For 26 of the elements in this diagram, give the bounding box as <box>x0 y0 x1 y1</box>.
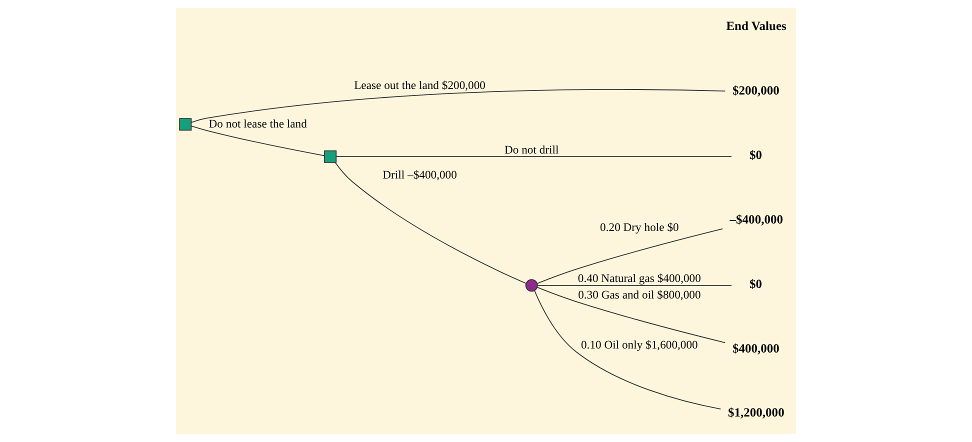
edge-label: Lease out the land $200,000 <box>354 78 486 92</box>
edge-label: 0.40 Natural gas $400,000 <box>578 272 701 286</box>
edge-label: Do not drill <box>504 143 559 156</box>
node-text: –$400,000 <box>730 212 783 226</box>
edge-label: Do not lease the land <box>208 117 307 130</box>
connector <box>336 156 732 158</box>
label: End Values <box>726 19 786 34</box>
node-text: $1,200,000 <box>728 406 784 420</box>
node-text: $200,000 <box>732 84 780 98</box>
node-text: $0 <box>749 276 762 291</box>
connector <box>334 162 526 284</box>
connector <box>537 284 732 286</box>
connector <box>536 286 726 344</box>
node-box <box>324 150 337 163</box>
edge-label: Drill –$400,000 <box>382 168 457 182</box>
node-box <box>179 118 192 131</box>
connector <box>191 126 325 156</box>
connector <box>536 228 724 284</box>
edge-label: 0.10 Oil only $1,600,000 <box>580 338 698 352</box>
connector <box>534 290 722 410</box>
edge-label: 0.20 Dry hole $0 <box>600 221 679 234</box>
edge-label: 0.30 Gas and oil $800,000 <box>578 288 701 302</box>
node-text: $0 <box>749 148 762 162</box>
node-text: $400,000 <box>732 341 780 356</box>
connector <box>190 89 726 123</box>
node-circle <box>525 279 538 292</box>
